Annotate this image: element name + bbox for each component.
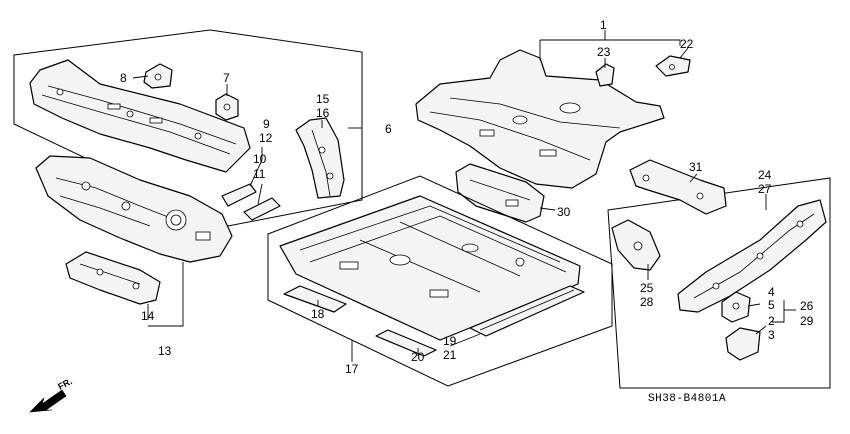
label-13: 13	[158, 344, 172, 358]
rear-frame-rail	[677, 199, 827, 313]
bracket-part-8	[143, 63, 173, 89]
diagram-code: SH38-B4801A	[648, 393, 726, 405]
label-10: 10	[253, 152, 267, 166]
group-box-dashboard	[13, 29, 363, 227]
label-7: 7	[223, 71, 230, 85]
front-floor-panel	[279, 195, 581, 341]
dashboard-lower-panel	[35, 155, 233, 263]
label-8: 8	[120, 71, 127, 85]
label-22: 22	[680, 37, 694, 51]
bracket-part-10	[221, 183, 257, 207]
bracket-part-23	[595, 63, 615, 87]
label-29: 29	[800, 314, 814, 328]
group-box-front-floor	[267, 175, 613, 387]
side-sill-part-19-21	[469, 285, 585, 337]
bracket-part-22	[655, 55, 691, 77]
label-27: 27	[758, 182, 772, 196]
label-12: 12	[259, 131, 273, 145]
bracket-part-31	[629, 159, 727, 215]
label-17: 17	[345, 362, 359, 376]
label-18: 18	[311, 307, 325, 321]
bracket-part-7	[215, 93, 239, 121]
direction-label: FR.	[56, 376, 73, 392]
bracket-part-25-28	[611, 219, 661, 271]
label-25: 25	[640, 281, 654, 295]
side-sill-part-18	[283, 285, 347, 313]
bracket-part-2-3	[725, 327, 761, 361]
label-28: 28	[640, 295, 654, 309]
label-20: 20	[411, 350, 425, 364]
rear-floor-panel	[415, 49, 665, 189]
label-21: 21	[443, 348, 457, 362]
lower-bracket-part-14	[65, 251, 161, 305]
label-24: 24	[758, 168, 772, 182]
dashboard-upper-panel	[29, 59, 251, 173]
pillar-part-15-16	[295, 117, 345, 199]
lower-sill-part-20	[375, 329, 437, 357]
label-1: 1	[600, 18, 607, 32]
label-9: 9	[263, 117, 270, 131]
label-14: 14	[141, 309, 155, 323]
bracket-part-11	[243, 197, 281, 221]
label-23: 23	[597, 45, 611, 59]
label-4: 4	[768, 285, 775, 299]
label-5: 5	[768, 298, 775, 312]
label-11: 11	[253, 167, 266, 181]
bracket-part-4-5	[721, 291, 751, 323]
label-16: 16	[316, 106, 330, 120]
leader-lines	[132, 30, 796, 362]
label-31: 31	[689, 160, 703, 174]
label-3: 3	[768, 328, 775, 342]
front-direction-arrow: FR.	[29, 376, 74, 413]
label-30: 30	[557, 205, 571, 219]
group-box-rear-frame	[607, 177, 831, 389]
label-2: 2	[768, 314, 775, 328]
label-15: 15	[316, 92, 330, 106]
label-26: 26	[800, 299, 814, 313]
label-6: 6	[385, 122, 392, 136]
label-19: 19	[443, 334, 457, 348]
